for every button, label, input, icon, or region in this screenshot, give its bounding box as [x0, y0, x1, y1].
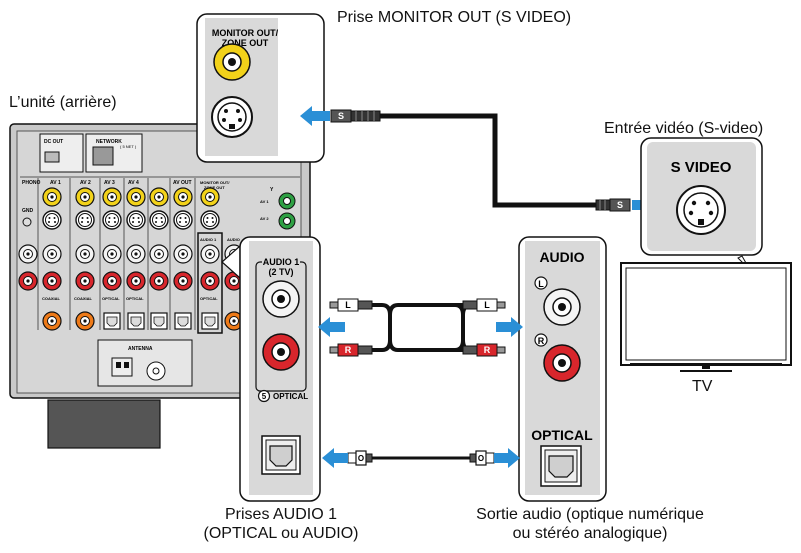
optical5-label: OPTICAL — [200, 296, 218, 301]
av4-label: AV 4 — [128, 180, 139, 186]
arrow-optical-from-tv — [494, 448, 520, 468]
svideo-jack-large — [211, 96, 253, 138]
audio1-optical-number: 5 — [262, 392, 267, 401]
audio-out-caption: Sortie audio (optique numérique ou stéré… — [440, 505, 740, 543]
av3-label: AV 3 — [104, 180, 115, 186]
video-input-caption: Entrée vidéo (S-video) — [604, 120, 764, 137]
av2-small-label: AV 2 — [260, 216, 269, 221]
right-plug-l-label: L — [484, 300, 490, 310]
antenna-label: ANTENNA — [128, 346, 153, 352]
tv-optical-title: OPTICAL — [531, 427, 593, 443]
zone-out-small-label: ZONE OUT — [204, 185, 225, 190]
monitor-zoom-title-2: ZONE OUT — [222, 38, 269, 48]
tv-svideo-input-box: S VIDEO — [640, 137, 763, 271]
receiver-foot — [47, 399, 161, 449]
audio1-zoom-title-1: AUDIO 1 — [263, 257, 300, 267]
arrow-audio-to-unit — [318, 317, 345, 337]
audio-small-label: AUDIO — [227, 237, 240, 242]
audio-out-caption-line2: ou stéréo analogique) — [512, 525, 668, 542]
monitor-out-caption: Prise MONITOR OUT (S VIDEO) — [337, 9, 572, 26]
network-label: NETWORK — [96, 139, 122, 145]
arrow-svideo-to-unit — [300, 106, 330, 126]
tv-label: TV — [692, 378, 713, 395]
tv-set — [620, 262, 792, 372]
left-plug-l-label: L — [345, 300, 351, 310]
phono-label: PHONO — [22, 180, 40, 186]
tv-audio-red-jack — [543, 344, 581, 382]
audio1-small-label: AUDIO 1 — [200, 237, 217, 242]
tv-audio-right-mark: R — [538, 336, 545, 346]
svideo-plug-left-label: S — [338, 111, 344, 121]
svideo-cable: S S — [330, 109, 631, 212]
tv-audio-left-mark: L — [538, 279, 544, 289]
y-label: Y — [270, 187, 274, 193]
av2-label: AV 2 — [80, 180, 91, 186]
audio1-optical-jack — [261, 435, 301, 475]
av1-label: AV 1 — [50, 180, 61, 186]
audio1-optical-label: OPTICAL — [273, 392, 308, 401]
audio1-caption: Prises AUDIO 1 (OPTICAL ou AUDIO) — [186, 505, 376, 543]
audio1-caption-line1: Prises AUDIO 1 — [224, 506, 338, 523]
net-sub-label: ( 5 NET ) — [120, 144, 137, 149]
optical-cable: O O — [347, 450, 495, 466]
audio-out-caption-line1: Sortie audio (optique numérique — [476, 506, 704, 523]
arrow-optical-to-unit — [322, 448, 348, 468]
audio-rca-cable: L R L R — [329, 298, 506, 357]
svideo-plug-right — [609, 198, 631, 212]
coaxial2-label: COAXIAL — [74, 296, 93, 301]
audio1-caption-line2: (OPTICAL ou AUDIO) — [203, 525, 359, 542]
monitor-zoom-title-1: MONITOR OUT/ — [212, 28, 279, 38]
audio1-zoom-title-2: (2 TV) — [268, 267, 293, 277]
optical3-label: OPTICAL — [102, 296, 120, 301]
monitor-out-small-label: MONITOR OUT/ — [200, 180, 230, 185]
left-plug-r-label: R — [345, 345, 352, 355]
tv-audio-white-jack — [543, 288, 581, 326]
composite-yellow-jack — [213, 43, 251, 81]
av-out-label: AV OUT — [173, 180, 192, 186]
unit-rear-caption: L’unité (arrière) — [9, 94, 117, 111]
tv-optical-jack — [540, 445, 582, 487]
arrow-audio-from-tv — [496, 317, 523, 337]
optical-plug-right-label: O — [478, 454, 484, 463]
audio1-red-jack — [262, 333, 300, 371]
tv-audio-title: AUDIO — [539, 249, 584, 265]
gnd-label: GND — [22, 208, 34, 214]
coaxial1-label: COAXIAL — [42, 296, 61, 301]
svideo-box-title: S VIDEO — [671, 159, 732, 176]
audio1-white-jack — [262, 280, 300, 318]
dc-out-label: DC OUT — [44, 139, 63, 145]
optical-plug-left-label: O — [358, 454, 364, 463]
av1-small-label: AV 1 — [260, 199, 269, 204]
optical4-label: OPTICAL — [126, 296, 144, 301]
right-plug-r-label: R — [484, 345, 491, 355]
audio1-zoom: AUDIO 1 (2 TV) 5 OPTICAL — [221, 236, 321, 502]
monitor-out-zoom: MONITOR OUT/ ZONE OUT — [196, 13, 325, 163]
tv-audio-output-panel: AUDIO L R OPTICAL — [518, 236, 607, 502]
svideo-plug-right-label: S — [617, 200, 623, 210]
